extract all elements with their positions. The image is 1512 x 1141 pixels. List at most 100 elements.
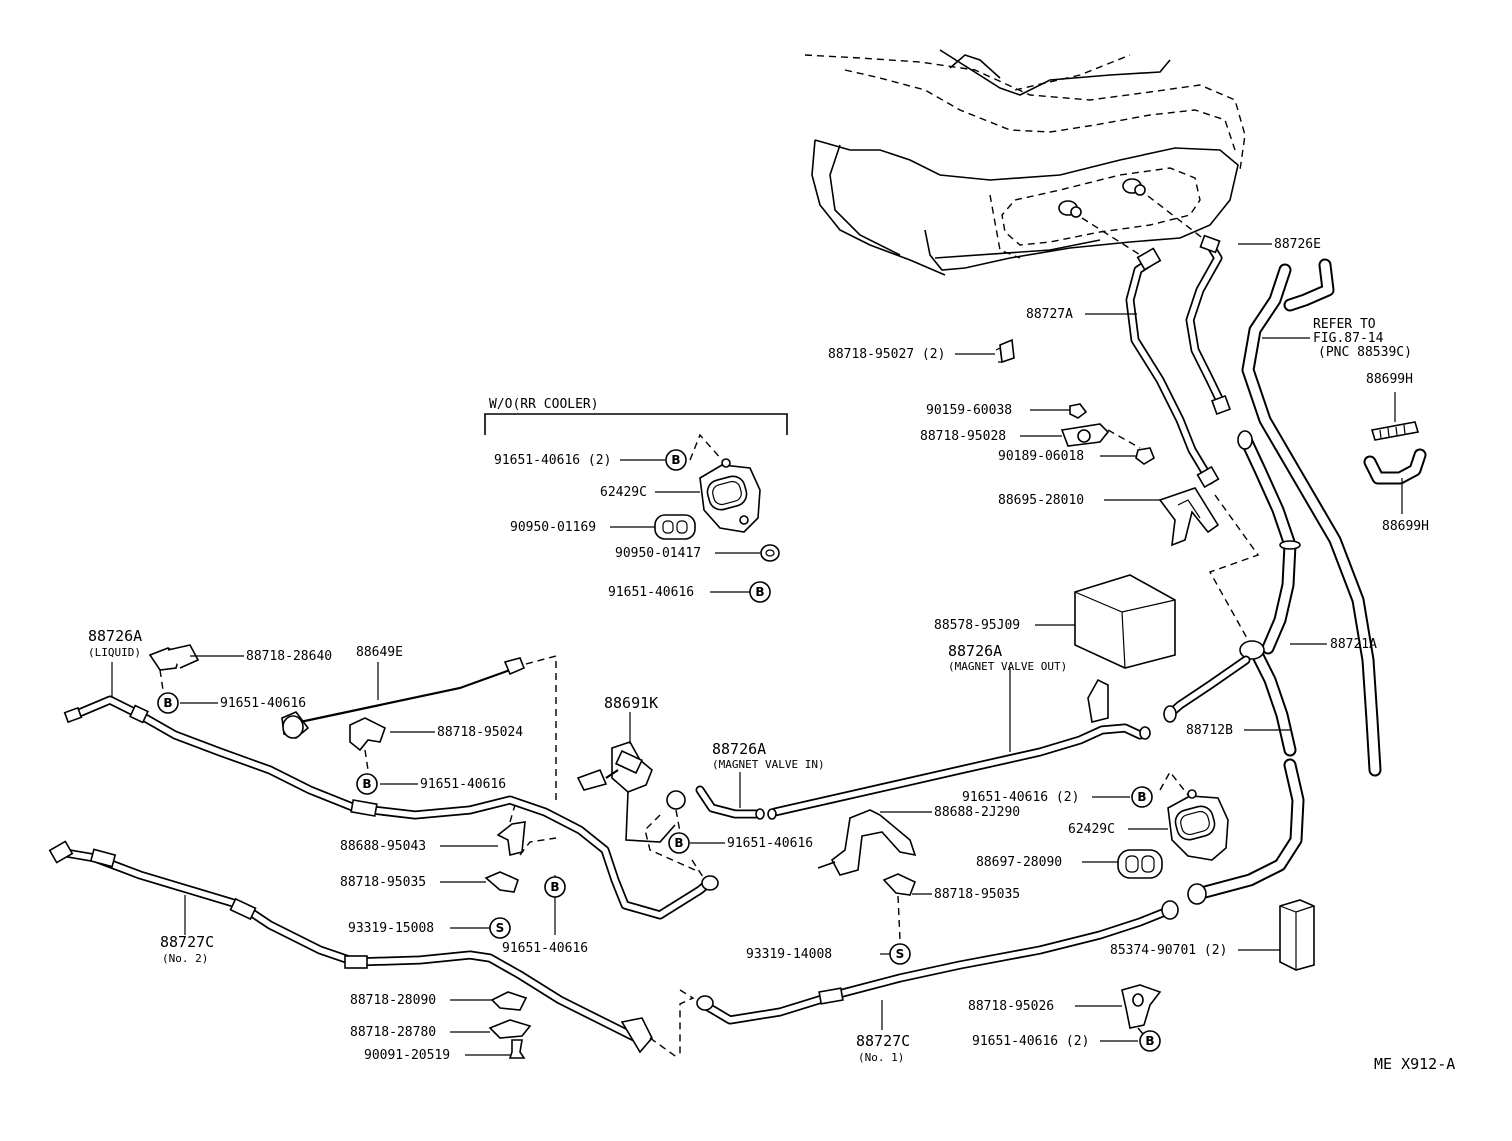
label-93319-14008: 93319-14008 — [746, 947, 832, 962]
label-91651-40616-left: 91651-40616 — [220, 696, 306, 711]
label-90950-01417: 90950-01417 — [615, 546, 701, 561]
diagram-id: ME X912-A — [1374, 1055, 1455, 1073]
rr-cooler-bracket — [484, 413, 788, 435]
unit-fittings — [1058, 178, 1206, 259]
hose-88712B — [1187, 640, 1305, 905]
label-91651-40616-2-right: 91651-40616 (2) — [962, 790, 1079, 805]
label-91651-40616-valve: 91651-40616 — [727, 836, 813, 851]
bolt-symbol: B — [1131, 786, 1153, 808]
label-85374-90701: 85374-90701 (2) — [1110, 943, 1227, 958]
label-88695-28010: 88695-28010 — [998, 493, 1084, 508]
bolt-symbol: B — [544, 876, 566, 898]
label-91651-40616-2-lower: 91651-40616 (2) — [972, 1034, 1089, 1049]
label-88718-28780: 88718-28780 — [350, 1025, 436, 1040]
label-88726E: 88726E — [1274, 237, 1321, 252]
bracket-88695-28010 — [1158, 487, 1220, 547]
label-88691K: 88691K — [604, 694, 658, 712]
label-88727A: 88727A — [1026, 307, 1073, 322]
clip-88718-28640 — [148, 644, 200, 691]
hose-refer-fig — [1241, 258, 1382, 777]
label-88712B: 88712B — [1186, 723, 1233, 738]
screw-90159-60038 — [1069, 403, 1088, 419]
pipe-88726A-magnet-valve-in — [695, 785, 765, 820]
seal-90950-01169 — [654, 514, 696, 540]
label-91651-40616-mid: 91651-40616 — [420, 777, 506, 792]
svg-text:B: B — [163, 696, 172, 710]
label-88727C-no1-sub: (No. 1) — [858, 1051, 904, 1064]
pipe-88726A-liquid — [63, 695, 719, 920]
vehicle-body-outline — [804, 49, 1246, 276]
label-88727C-no2: 88727C — [160, 933, 214, 951]
svg-text:S: S — [496, 921, 505, 935]
seal-88697-28090 — [1117, 849, 1163, 879]
label-91651-40616-upper: 91651-40616 — [608, 585, 694, 600]
section-title-rr-cooler: W/O(RR COOLER) — [489, 397, 599, 412]
screw-symbol: S — [889, 943, 911, 965]
label-88578-95J09: 88578-95J09 — [934, 618, 1020, 633]
route-dash-right — [1208, 494, 1260, 641]
label-88718-95035-right: 88718-95035 — [934, 887, 1020, 902]
pipe-to-magnet-valve-out — [1163, 655, 1251, 723]
label-90091-20519: 90091-20519 — [364, 1048, 450, 1063]
refer-note-line2: FIG.87-14 — [1313, 331, 1384, 346]
bolt-symbol: B — [668, 832, 690, 854]
label-88699H-strip: 88699H — [1366, 372, 1413, 387]
label-88726A-out: 88726A — [948, 642, 1002, 660]
pipe-88726E — [1185, 234, 1231, 415]
label-88718-95028: 88718-95028 — [920, 429, 1006, 444]
bolt-symbols: B B B B B B B B S S — [157, 449, 1161, 1052]
label-88718-95024: 88718-95024 — [437, 725, 523, 740]
wire-88649E — [281, 655, 557, 800]
pipe-88727C-no1 — [679, 900, 1179, 1058]
bracket-88688-2J290 — [817, 809, 917, 876]
label-88688-95043: 88688-95043 — [340, 839, 426, 854]
bolt-symbol: B — [1139, 1030, 1161, 1052]
refer-note-line1: REFER TO — [1313, 317, 1376, 332]
label-88718-95027: 88718-95027 (2) — [828, 347, 945, 362]
strip-88699H — [1363, 421, 1427, 485]
svg-text:B: B — [671, 453, 680, 467]
bolt-symbol: B — [749, 581, 771, 603]
screw-symbol: S — [489, 917, 511, 939]
svg-text:B: B — [674, 836, 683, 850]
bolt-symbol: B — [356, 773, 378, 795]
clip-88718-95035-left — [484, 837, 557, 893]
bolt-symbol: B — [157, 692, 179, 714]
label-88718-28090: 88718-28090 — [350, 993, 436, 1008]
label-88727C-no2-sub: (No. 2) — [162, 952, 208, 965]
label-88726A-in: 88726A — [712, 740, 766, 758]
label-88726A-out-sub: (MAGNET VALVE OUT) — [948, 660, 1067, 673]
label-88726A-liquid-sub: (LIQUID) — [88, 646, 141, 659]
label-91651-40616-lower: 91651-40616 — [502, 941, 588, 956]
svg-text:B: B — [362, 777, 371, 791]
label-90159-60038: 90159-60038 — [926, 403, 1012, 418]
nut-90189-06018 — [1135, 447, 1155, 465]
clip-88718-95027 — [995, 338, 1015, 364]
pipe-88727C-no2 — [48, 840, 679, 1059]
pipe-88727A — [1125, 247, 1220, 489]
magnet-valve-88691K — [576, 741, 696, 871]
clip-88718-95024 — [349, 717, 386, 771]
label-88718-95026: 88718-95026 — [968, 999, 1054, 1014]
label-88697-28090: 88697-28090 — [976, 855, 1062, 870]
bracket-88688-95043 — [496, 804, 526, 856]
grommet-90950-01417 — [760, 544, 780, 562]
hose-88721A — [1237, 430, 1301, 655]
label-62429C-lower: 62429C — [1068, 822, 1115, 837]
clip-88718-95028 — [1060, 423, 1141, 449]
leader-lines — [111, 243, 1403, 1056]
label-90189-06018: 90189-06018 — [998, 449, 1084, 464]
label-88688-2J290: 88688-2J290 — [934, 805, 1020, 820]
pipe-88726A-magnet-valve-out — [767, 678, 1151, 820]
label-88721A: 88721A — [1330, 637, 1377, 652]
label-91651-40616-2-upper: 91651-40616 (2) — [494, 453, 611, 468]
label-88718-95035-left: 88718-95035 — [340, 875, 426, 890]
label-88699H-hose: 88699H — [1382, 519, 1429, 534]
svg-text:S: S — [896, 947, 905, 961]
plate-62429C-lower — [1159, 770, 1229, 861]
label-88649E: 88649E — [356, 645, 403, 660]
svg-text:B: B — [1145, 1034, 1154, 1048]
plate-62429C-upper — [689, 433, 761, 533]
svg-text:B: B — [1137, 790, 1146, 804]
